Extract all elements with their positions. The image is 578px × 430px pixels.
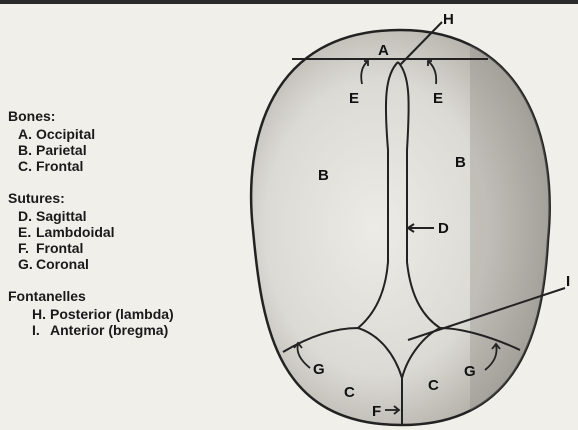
label-h: H (443, 11, 454, 28)
label-i: I (566, 273, 570, 290)
label-e-left: E (349, 90, 359, 107)
label-c-right: C (428, 377, 439, 394)
label-g-left: G (313, 361, 325, 378)
label-b-left: B (318, 167, 329, 184)
label-d: D (438, 220, 449, 237)
label-g-right: G (464, 363, 476, 380)
label-f: F (372, 403, 381, 420)
label-e-right: E (433, 90, 443, 107)
label-a: A (378, 42, 389, 59)
right-shading (470, 30, 560, 430)
label-c-left: C (344, 384, 355, 401)
label-b-right: B (455, 154, 466, 171)
